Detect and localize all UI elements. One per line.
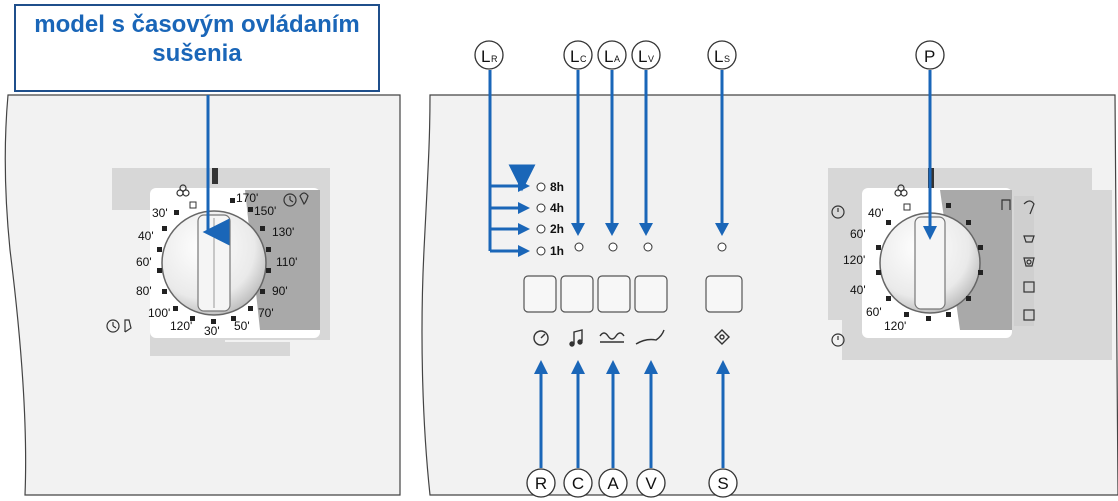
left-panel: 170' 150' 130' 110' 90' 70' 50' 30' 120'… xyxy=(4,94,401,496)
right-tick-5: 120' xyxy=(884,319,906,333)
button-r[interactable] xyxy=(523,275,557,313)
clock-bell-icon xyxy=(283,192,309,207)
left-tick-12: 40' xyxy=(138,229,154,243)
clock-icon xyxy=(533,330,549,346)
label-p: P xyxy=(924,47,935,66)
led-label-8h: 8h xyxy=(550,180,564,194)
button-s[interactable] xyxy=(705,275,743,313)
left-tick-6: 50' xyxy=(234,319,250,333)
right-tick-4: 60' xyxy=(866,305,882,319)
left-tick-4: 90' xyxy=(272,284,288,298)
led-a xyxy=(608,242,618,252)
left-tick-8: 120' xyxy=(170,319,192,333)
program-knob[interactable] xyxy=(879,212,981,314)
label-lr-sub: R xyxy=(491,54,498,64)
callout-line-2: sušenia xyxy=(152,40,242,67)
label-lv-sub: V xyxy=(648,54,654,64)
right-tick-0: 40' xyxy=(868,206,884,220)
clock-lock-icon xyxy=(1023,309,1035,321)
clock-icon-right-bottom xyxy=(831,333,845,347)
left-tick-9: 100' xyxy=(148,306,170,320)
clock-icon-right-top xyxy=(831,205,845,219)
label-lr-main: L xyxy=(481,47,490,66)
curve-icon xyxy=(635,329,665,345)
label-r: R xyxy=(535,474,547,493)
label-lc-main: L xyxy=(570,47,579,66)
led-c xyxy=(574,242,584,252)
led-4h xyxy=(536,203,546,213)
left-tick-10: 80' xyxy=(136,284,152,298)
left-tick-5: 70' xyxy=(258,306,274,320)
left-tick-3: 110' xyxy=(276,255,297,269)
label-v: V xyxy=(645,474,657,493)
left-tick-1: 150' xyxy=(254,204,276,218)
led-label-4h: 4h xyxy=(550,201,564,215)
basket-icon xyxy=(1023,235,1035,243)
diamond-icon xyxy=(714,329,730,345)
led-v xyxy=(643,242,653,252)
button-c[interactable] xyxy=(560,275,594,313)
right-tick-1: 60' xyxy=(850,227,866,241)
label-ls-sub: S xyxy=(724,54,730,64)
button-v[interactable] xyxy=(634,275,668,313)
led-label-2h: 2h xyxy=(550,222,564,236)
led-s xyxy=(717,242,727,252)
left-timer-knob[interactable] xyxy=(161,210,267,316)
left-tick-13: 30' xyxy=(152,206,168,220)
led-label-1h: 1h xyxy=(550,244,564,258)
label-ls-main: L xyxy=(714,47,723,66)
label-s: S xyxy=(717,474,728,493)
tub-icon xyxy=(1023,257,1035,267)
drawer-icon xyxy=(1023,281,1035,293)
fan-icon-right xyxy=(894,184,908,197)
label-la-sub: A xyxy=(614,54,620,64)
model-callout: model s časovým ovládaním sušenia xyxy=(14,4,380,92)
fan-icon xyxy=(176,184,190,197)
towel-icon xyxy=(1023,200,1035,215)
button-a[interactable] xyxy=(597,275,631,313)
led-8h xyxy=(536,182,546,192)
wave-icon xyxy=(599,332,625,343)
right-tick-2: 120' xyxy=(843,253,865,267)
top-labels xyxy=(474,40,945,70)
left-tick-0: 170' xyxy=(236,191,258,205)
right-tick-3: 40' xyxy=(850,283,866,297)
right-panel: 8h 4h 2h 1h xyxy=(421,70,1118,496)
label-lv-main: L xyxy=(638,47,647,66)
label-c: C xyxy=(572,474,584,493)
callout-line-1: model s časovým ovládaním xyxy=(34,11,360,38)
label-a: A xyxy=(607,474,619,493)
left-tick-11: 60' xyxy=(136,255,152,269)
led-1h xyxy=(536,246,546,256)
note-icon xyxy=(569,329,583,347)
left-tick-7: 30' xyxy=(204,324,220,338)
label-la-main: L xyxy=(604,47,613,66)
shirt-icon xyxy=(1001,199,1011,210)
label-lc-sub: C xyxy=(580,54,587,64)
led-2h xyxy=(536,224,546,234)
bottom-labels xyxy=(526,468,738,498)
left-tick-2: 130' xyxy=(272,225,294,239)
clock-hand-icon xyxy=(106,319,132,333)
